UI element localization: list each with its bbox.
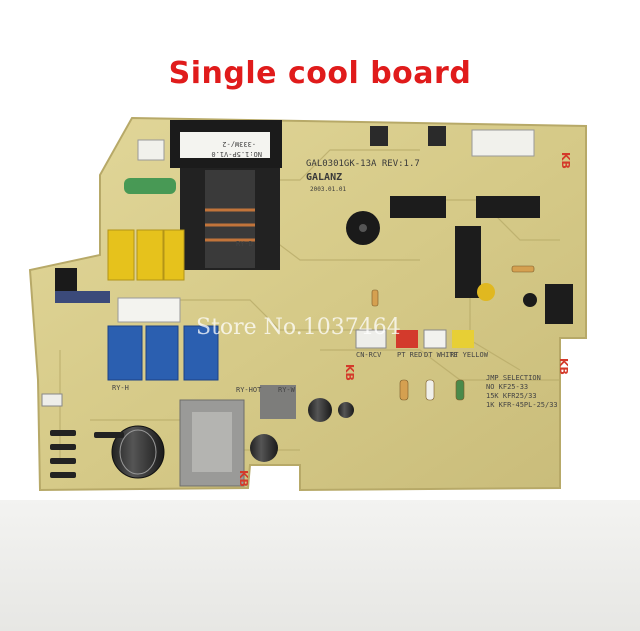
board-brand: GALANZ [306,172,342,183]
connector-label-yellow: RT YELLOW [450,351,489,359]
selection-line-2: NO KF25-33 [486,383,528,391]
connector-yellow [452,330,474,348]
selection-line-4: 1K KFR-45PL-25/33 [486,401,558,409]
fuse [124,178,176,194]
main-capacitor [111,425,165,479]
board-date: 2003.01.01 [310,186,347,193]
regulator [55,268,77,292]
transformer-label: -333W/-2 [222,140,256,148]
background-surface [0,500,640,631]
connector-top-right [471,129,535,157]
connector-rcv [355,329,387,349]
kb-mark-1: KB [559,152,572,169]
ic-chips [390,196,573,324]
selection-line-3: 15K KFR25/33 [486,392,537,400]
page-title: Single cool board [168,56,472,91]
blue-relays [107,325,219,381]
pcb-outline [28,116,587,492]
kb-mark-4: KB [237,470,250,487]
kb-mark-3: KB [343,364,356,381]
kb-mark-2: KB [557,358,570,375]
transformer [170,120,282,270]
watermark: Store No.1037464 [196,315,401,340]
board-model: GAL0301GK-13A REV:1.7 [306,159,420,169]
yellow-capacitors [107,229,185,281]
relay-label-1: RY-H [112,384,129,392]
connector-label-red: PT RED [397,351,422,359]
connector-mid [117,297,181,323]
selection-line-1: JMP SELECTION [486,374,541,382]
connector-label-rcv: CN-RCV [356,351,382,359]
relay-label-2: RY-D [236,240,253,248]
connector-top-left [137,139,165,161]
relay-label-4: RY-W [278,386,296,394]
connector-label-white: DT WHITE [424,351,458,359]
connector-white [423,329,447,349]
transformer-sub: NO:1.5P-V1.0 [211,150,262,158]
connector-red [396,330,418,348]
relay-label-3: RY-HOT [236,386,262,394]
